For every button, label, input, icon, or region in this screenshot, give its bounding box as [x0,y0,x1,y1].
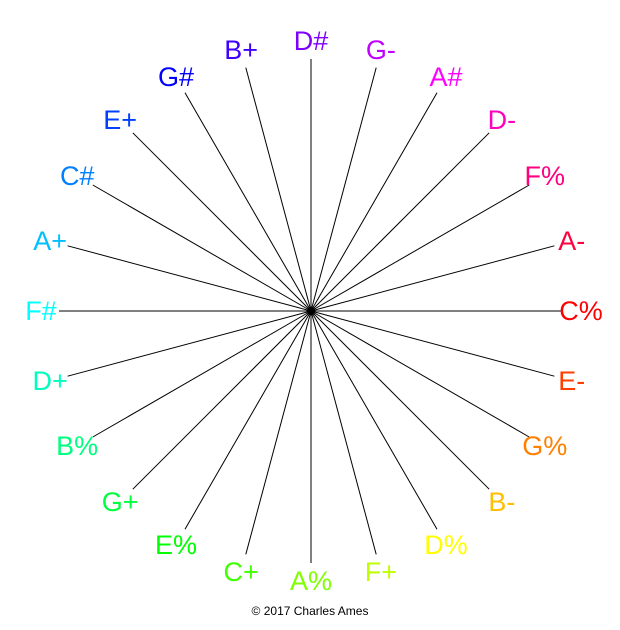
spoke-22 [184,92,312,312]
pitch-label: D# [294,26,329,56]
pitch-label: B% [56,431,98,461]
pitch-label: G+ [102,487,139,517]
spoke-20 [92,184,312,312]
pitch-label: C% [559,296,603,326]
pitch-label: E+ [103,105,137,135]
spokes-group [59,59,563,563]
spoke-7 [310,310,555,377]
center-hub [307,307,315,315]
copyright-credit: © 2017 Charles Ames [252,604,369,618]
spoke-9 [310,310,490,490]
pitch-label: D- [488,105,517,135]
pitch-label: B+ [224,35,258,65]
pitch-label: C# [60,161,95,191]
spoke-3 [310,132,490,312]
spoke-5 [310,245,555,312]
spoke-21 [132,132,312,312]
pitch-label: F% [525,161,566,191]
spoke-11 [310,310,377,555]
pitch-label: F# [25,296,57,326]
spoke-17 [67,310,312,377]
spoke-14 [184,310,312,530]
spoke-23 [245,67,312,312]
pitch-label: G- [366,35,396,65]
spoke-1 [310,67,377,312]
pitch-label: G# [158,62,194,92]
pitch-label: A# [429,62,462,92]
pitch-labels-group: D# G- A# D- F% A- C% E- G%B- D% F+ A% C+ E% G+B% D+ F# A+… [25,26,603,596]
spoke-2 [310,92,438,312]
spoke-4 [310,184,530,312]
spoke-16 [92,310,312,438]
pitch-label: A- [558,226,585,256]
spoke-15 [132,310,312,490]
pitch-label: F+ [365,557,397,587]
spoke-8 [310,310,530,438]
pitch-label: D% [424,530,468,560]
pitch-label: E% [155,530,197,560]
pitch-label: E- [558,366,585,396]
pitch-label: A% [290,566,332,596]
pitch-label: D+ [33,366,68,396]
pitch-label: C+ [223,557,258,587]
spoke-10 [310,310,438,530]
pitch-label: G% [522,431,567,461]
pitch-label: A+ [33,226,67,256]
pitch-label: B- [488,487,515,517]
spoke-19 [67,245,312,312]
spoke-13 [245,310,312,555]
